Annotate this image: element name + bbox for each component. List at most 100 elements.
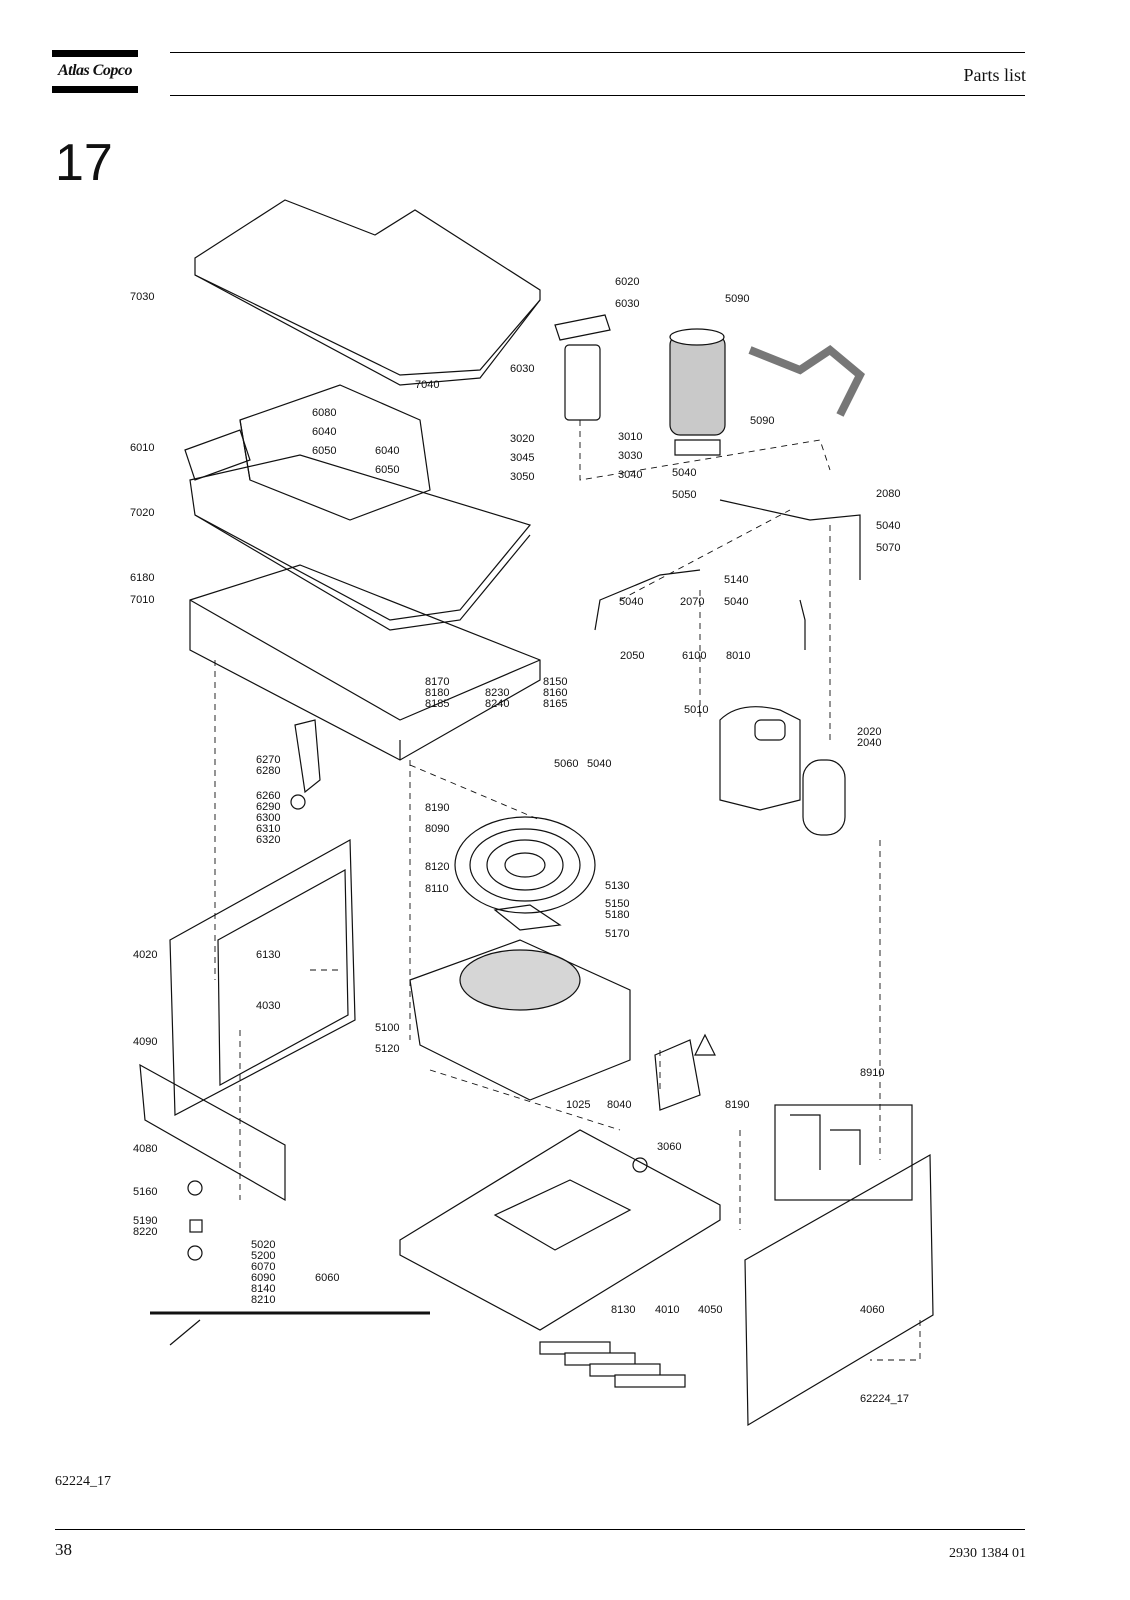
callout-label: 6040 [312,426,336,438]
callout-label: 6310 [256,823,280,835]
callout-label: 3010 [618,431,642,443]
callout-label: 8220 [133,1226,157,1238]
callout-label: 8190 [725,1099,749,1111]
logo-bar-top [52,50,138,57]
document-number: 2930 1384 01 [949,1546,1026,1561]
callout-label: 6010 [130,442,154,454]
callout-label: 6090 [251,1272,275,1284]
callout-label: 2050 [620,650,644,662]
callout-label: 6280 [256,765,280,777]
callout-label: 5170 [605,928,629,940]
footer-rule [55,1529,1025,1530]
callout-label: 8160 [543,687,567,699]
callout-label: 5040 [876,520,900,532]
callout-label: 7030 [130,291,154,303]
callout-label: 2040 [857,737,881,749]
callout-label: 4050 [698,1304,722,1316]
section-number: 17 [55,134,113,192]
page-number: 38 [55,1540,72,1559]
callout-label: 8120 [425,861,449,873]
callout-label: 5190 [133,1215,157,1227]
callout-label: 6260 [256,790,280,802]
callout-labels: 7030 6020 6030 5090 6030 7040 6080 6040 … [130,276,909,1405]
callout-label: 5160 [133,1186,157,1198]
callout-label: 4010 [655,1304,679,1316]
callout-label: 8910 [860,1067,884,1079]
callout-label: 2080 [876,488,900,500]
callout-label: 8090 [425,823,449,835]
exploded-view-diagram: 7030 6020 6030 5090 6030 7040 6080 6040 … [130,199,934,1427]
callout-label: 6030 [510,363,534,375]
callout-label: 3045 [510,452,534,464]
callout-label: 5040 [724,596,748,608]
callout-label: 8190 [425,802,449,814]
callout-label: 6320 [256,834,280,846]
callout-label: 6050 [375,464,399,476]
callout-label: 3060 [657,1141,681,1153]
callout-label: 5010 [684,704,708,716]
brand-logo: Atlas Copco [57,62,133,79]
header-title: Parts list [963,65,1026,85]
callout-label: 8240 [485,698,509,710]
callout-label: 4020 [133,949,157,961]
callout-label: 5140 [724,574,748,586]
callout-label: 8040 [607,1099,631,1111]
callout-label: 6070 [251,1261,275,1273]
callout-label: 6100 [682,650,706,662]
callout-label: 8185 [425,698,449,710]
callout-label: 4030 [256,1000,280,1012]
header-rule-top [170,52,1025,53]
callout-label: 4060 [860,1304,884,1316]
callout-label: 6270 [256,754,280,766]
callout-label: 5150 [605,898,629,910]
callout-label: 2020 [857,726,881,738]
callout-label: 6020 [615,276,639,288]
callout-label: 6300 [256,812,280,824]
callout-label: 7010 [130,594,154,606]
callout-label: 1025 [566,1099,590,1111]
callout-label: 4090 [133,1036,157,1048]
figure-code: 62224_17 [55,1474,111,1489]
callout-label: 3030 [618,450,642,462]
callout-label: 6030 [615,298,639,310]
inset-figure-code: 62224_17 [860,1393,909,1405]
callout-label: 5090 [750,415,774,427]
callout-label: 6040 [375,445,399,457]
callout-label: 6130 [256,949,280,961]
callout-label: 6080 [312,407,336,419]
callout-label: 3040 [618,469,642,481]
callout-label: 8150 [543,676,567,688]
callout-label: 5040 [672,467,696,479]
callout-label: 5130 [605,880,629,892]
callout-label: 5180 [605,909,629,921]
callout-label: 8130 [611,1304,635,1316]
callout-label: 8165 [543,698,567,710]
callout-label: 8230 [485,687,509,699]
callout-label: 4080 [133,1143,157,1155]
callout-label: 3050 [510,471,534,483]
logo-bar-bottom [52,86,138,93]
callout-label: 5090 [725,293,749,305]
callout-label: 5060 [554,758,578,770]
callout-label: 5100 [375,1022,399,1034]
callout-label: 8210 [251,1294,275,1306]
callout-label: 2070 [680,596,704,608]
callout-label: 6180 [130,572,154,584]
callout-label: 8110 [425,883,449,895]
callout-label: 3020 [510,433,534,445]
callout-label: 5050 [672,489,696,501]
callout-label: 5040 [587,758,611,770]
callout-label: 5040 [619,596,643,608]
callout-label: 5200 [251,1250,275,1262]
callout-label: 5120 [375,1043,399,1055]
callout-label: 7020 [130,507,154,519]
callout-label: 8140 [251,1283,275,1295]
callout-label: 5020 [251,1239,275,1251]
header-rule-bottom [170,95,1025,96]
callout-label: 5070 [876,542,900,554]
callout-label: 6050 [312,445,336,457]
callout-label: 6290 [256,801,280,813]
callout-label: 8010 [726,650,750,662]
callout-label: 7040 [415,379,439,391]
callout-label: 8170 [425,676,449,688]
